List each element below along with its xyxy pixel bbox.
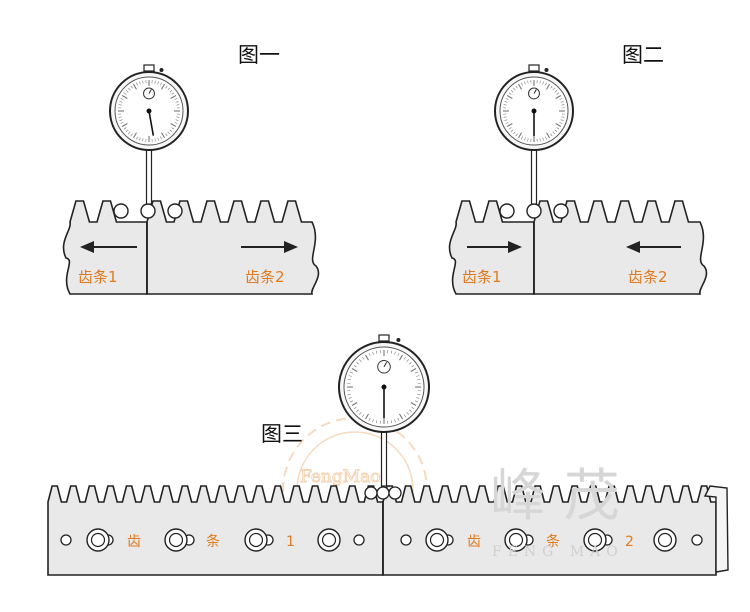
figure-1-dial-indicator: [109, 64, 189, 205]
figure-3-dial-indicator: [338, 334, 430, 487]
figure-1-title: 图一: [238, 43, 280, 67]
figure-2-dial-indicator: [494, 64, 574, 205]
watermark-brand-cn: 峰 茂: [490, 464, 620, 529]
figure-3-label-left-0: 齿: [127, 534, 141, 550]
figure-3-rack-1: [47, 485, 384, 576]
figure-3-label-left-2: 1: [286, 534, 295, 550]
watermark-brand-en: FENG MAO: [492, 544, 624, 560]
figure-3-rack-2-label: 齿 条 2: [467, 533, 634, 550]
figure-2-title: 图二: [622, 43, 664, 67]
figure-3-rollers: [364, 486, 402, 500]
watermark-seal-text: FengMao: [300, 467, 381, 487]
figure-3-label-left-1: 条: [206, 533, 220, 550]
figure-2-arrow-left: [626, 241, 681, 253]
figure-1-arrow-left: [80, 241, 137, 253]
figure-2-arrow-right: [467, 241, 522, 253]
figure-3-label-right-2: 2: [625, 534, 634, 550]
figure-3-label-right-0: 齿: [467, 534, 481, 550]
figure-1-rollers: [113, 203, 183, 219]
figure-3-label-right-1: 条: [546, 533, 560, 550]
figure-2-rollers: [499, 203, 569, 219]
figure-2-rack-2: [533, 200, 708, 295]
figure-3-title: 图三: [261, 422, 303, 446]
figure-1-arrow-right: [241, 241, 298, 253]
figure-3-rack-2: [382, 485, 729, 576]
figure-3-mounting-holes: [60, 528, 703, 552]
figure-3-rack-1-label: 齿 条 1: [127, 533, 295, 550]
figure-2-rack-1-label: 齿条1: [462, 268, 502, 286]
figure-1-rack-2: [146, 200, 320, 295]
figure-1-rack-2-label: 齿条2: [245, 268, 285, 286]
figure-2-rack-2-label: 齿条2: [628, 268, 668, 286]
figure-1-rack-1-label: 齿条1: [78, 268, 118, 286]
